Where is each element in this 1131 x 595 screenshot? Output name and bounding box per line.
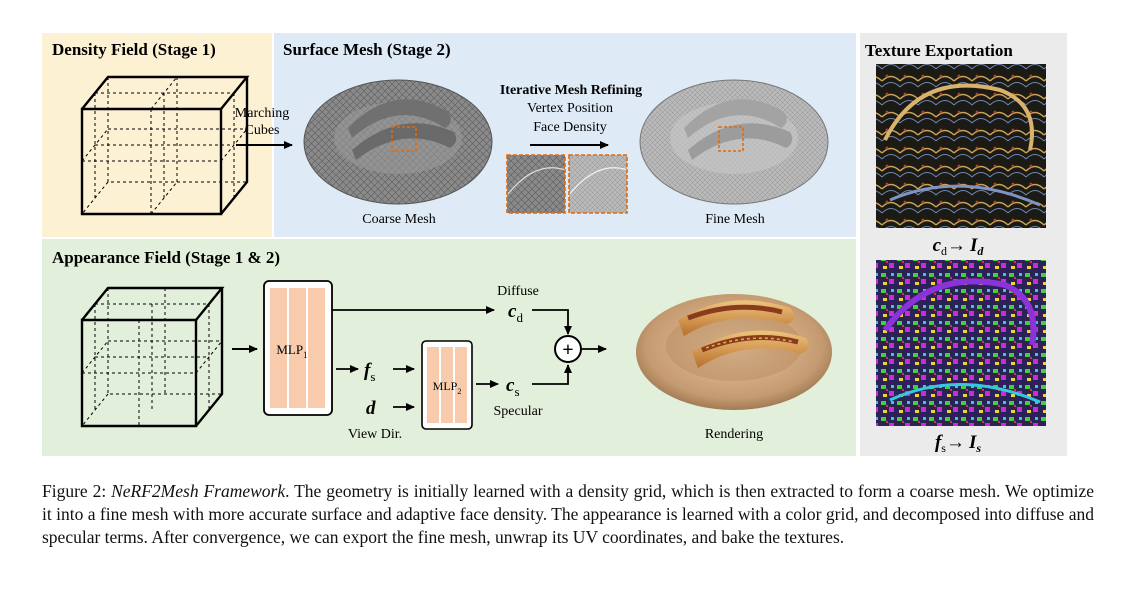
specular-texture-caption: fs→Is <box>935 432 981 455</box>
appearance-title: Appearance Field (Stage 1 & 2) <box>52 248 280 267</box>
density-cube-icon <box>80 75 250 216</box>
mlp1-label: MLP1 <box>276 342 307 360</box>
caption-text: . The geometry is initially learned with… <box>42 481 1094 547</box>
fs-symbol: fs <box>364 360 375 384</box>
plus-symbol: + <box>562 339 573 361</box>
specular-label: Specular <box>494 404 543 419</box>
cd-symbol: cd <box>508 301 523 325</box>
cs-symbol: cs <box>506 375 520 399</box>
coarse-mesh-label: Coarse Mesh <box>362 212 436 227</box>
specular-texture-image <box>876 260 1046 426</box>
figure-caption: Figure 2: NeRF2Mesh Framework. The geome… <box>42 480 1094 549</box>
diffuse-label: Diffuse <box>497 284 539 299</box>
refine-title: Iterative Mesh Refining <box>500 83 642 98</box>
d-symbol: d <box>366 398 376 419</box>
rendering-image <box>636 294 832 410</box>
coarse-mesh-image <box>303 79 493 205</box>
mlp1-block <box>263 280 333 416</box>
diffuse-texture-image <box>876 64 1046 228</box>
marching-label: Marching <box>235 106 289 121</box>
sum-node <box>554 335 582 363</box>
mlp2-label: MLP2 <box>433 379 462 396</box>
fine-zoom-inset <box>568 154 628 214</box>
framework-figure: Density Field (Stage 1) Surface Mesh (St… <box>42 33 1067 456</box>
refine-line2: Face Density <box>533 120 606 135</box>
cs-to-sum-arrow <box>532 364 572 385</box>
view-dir-label: View Dir. <box>348 427 402 442</box>
density-panel <box>42 33 272 237</box>
fine-mesh-image <box>639 79 829 205</box>
coarse-zoom-inset <box>506 154 566 214</box>
refine-line1: Vertex Position <box>527 101 613 116</box>
texture-title: Texture Exportation <box>865 41 1013 60</box>
surface-title: Surface Mesh (Stage 2) <box>283 40 451 59</box>
cubes-label: Cubes <box>245 123 280 138</box>
caption-title: NeRF2Mesh Framework <box>111 481 286 501</box>
diffuse-texture-caption: cd→Id <box>933 235 985 258</box>
rendering-label: Rendering <box>705 427 763 442</box>
appearance-cube-icon <box>80 286 225 428</box>
caption-label: Figure 2: <box>42 481 107 501</box>
fine-mesh-label: Fine Mesh <box>705 212 765 227</box>
mlp2-block <box>421 340 473 430</box>
density-title: Density Field (Stage 1) <box>52 40 216 59</box>
cd-to-sum-arrow <box>532 309 572 335</box>
